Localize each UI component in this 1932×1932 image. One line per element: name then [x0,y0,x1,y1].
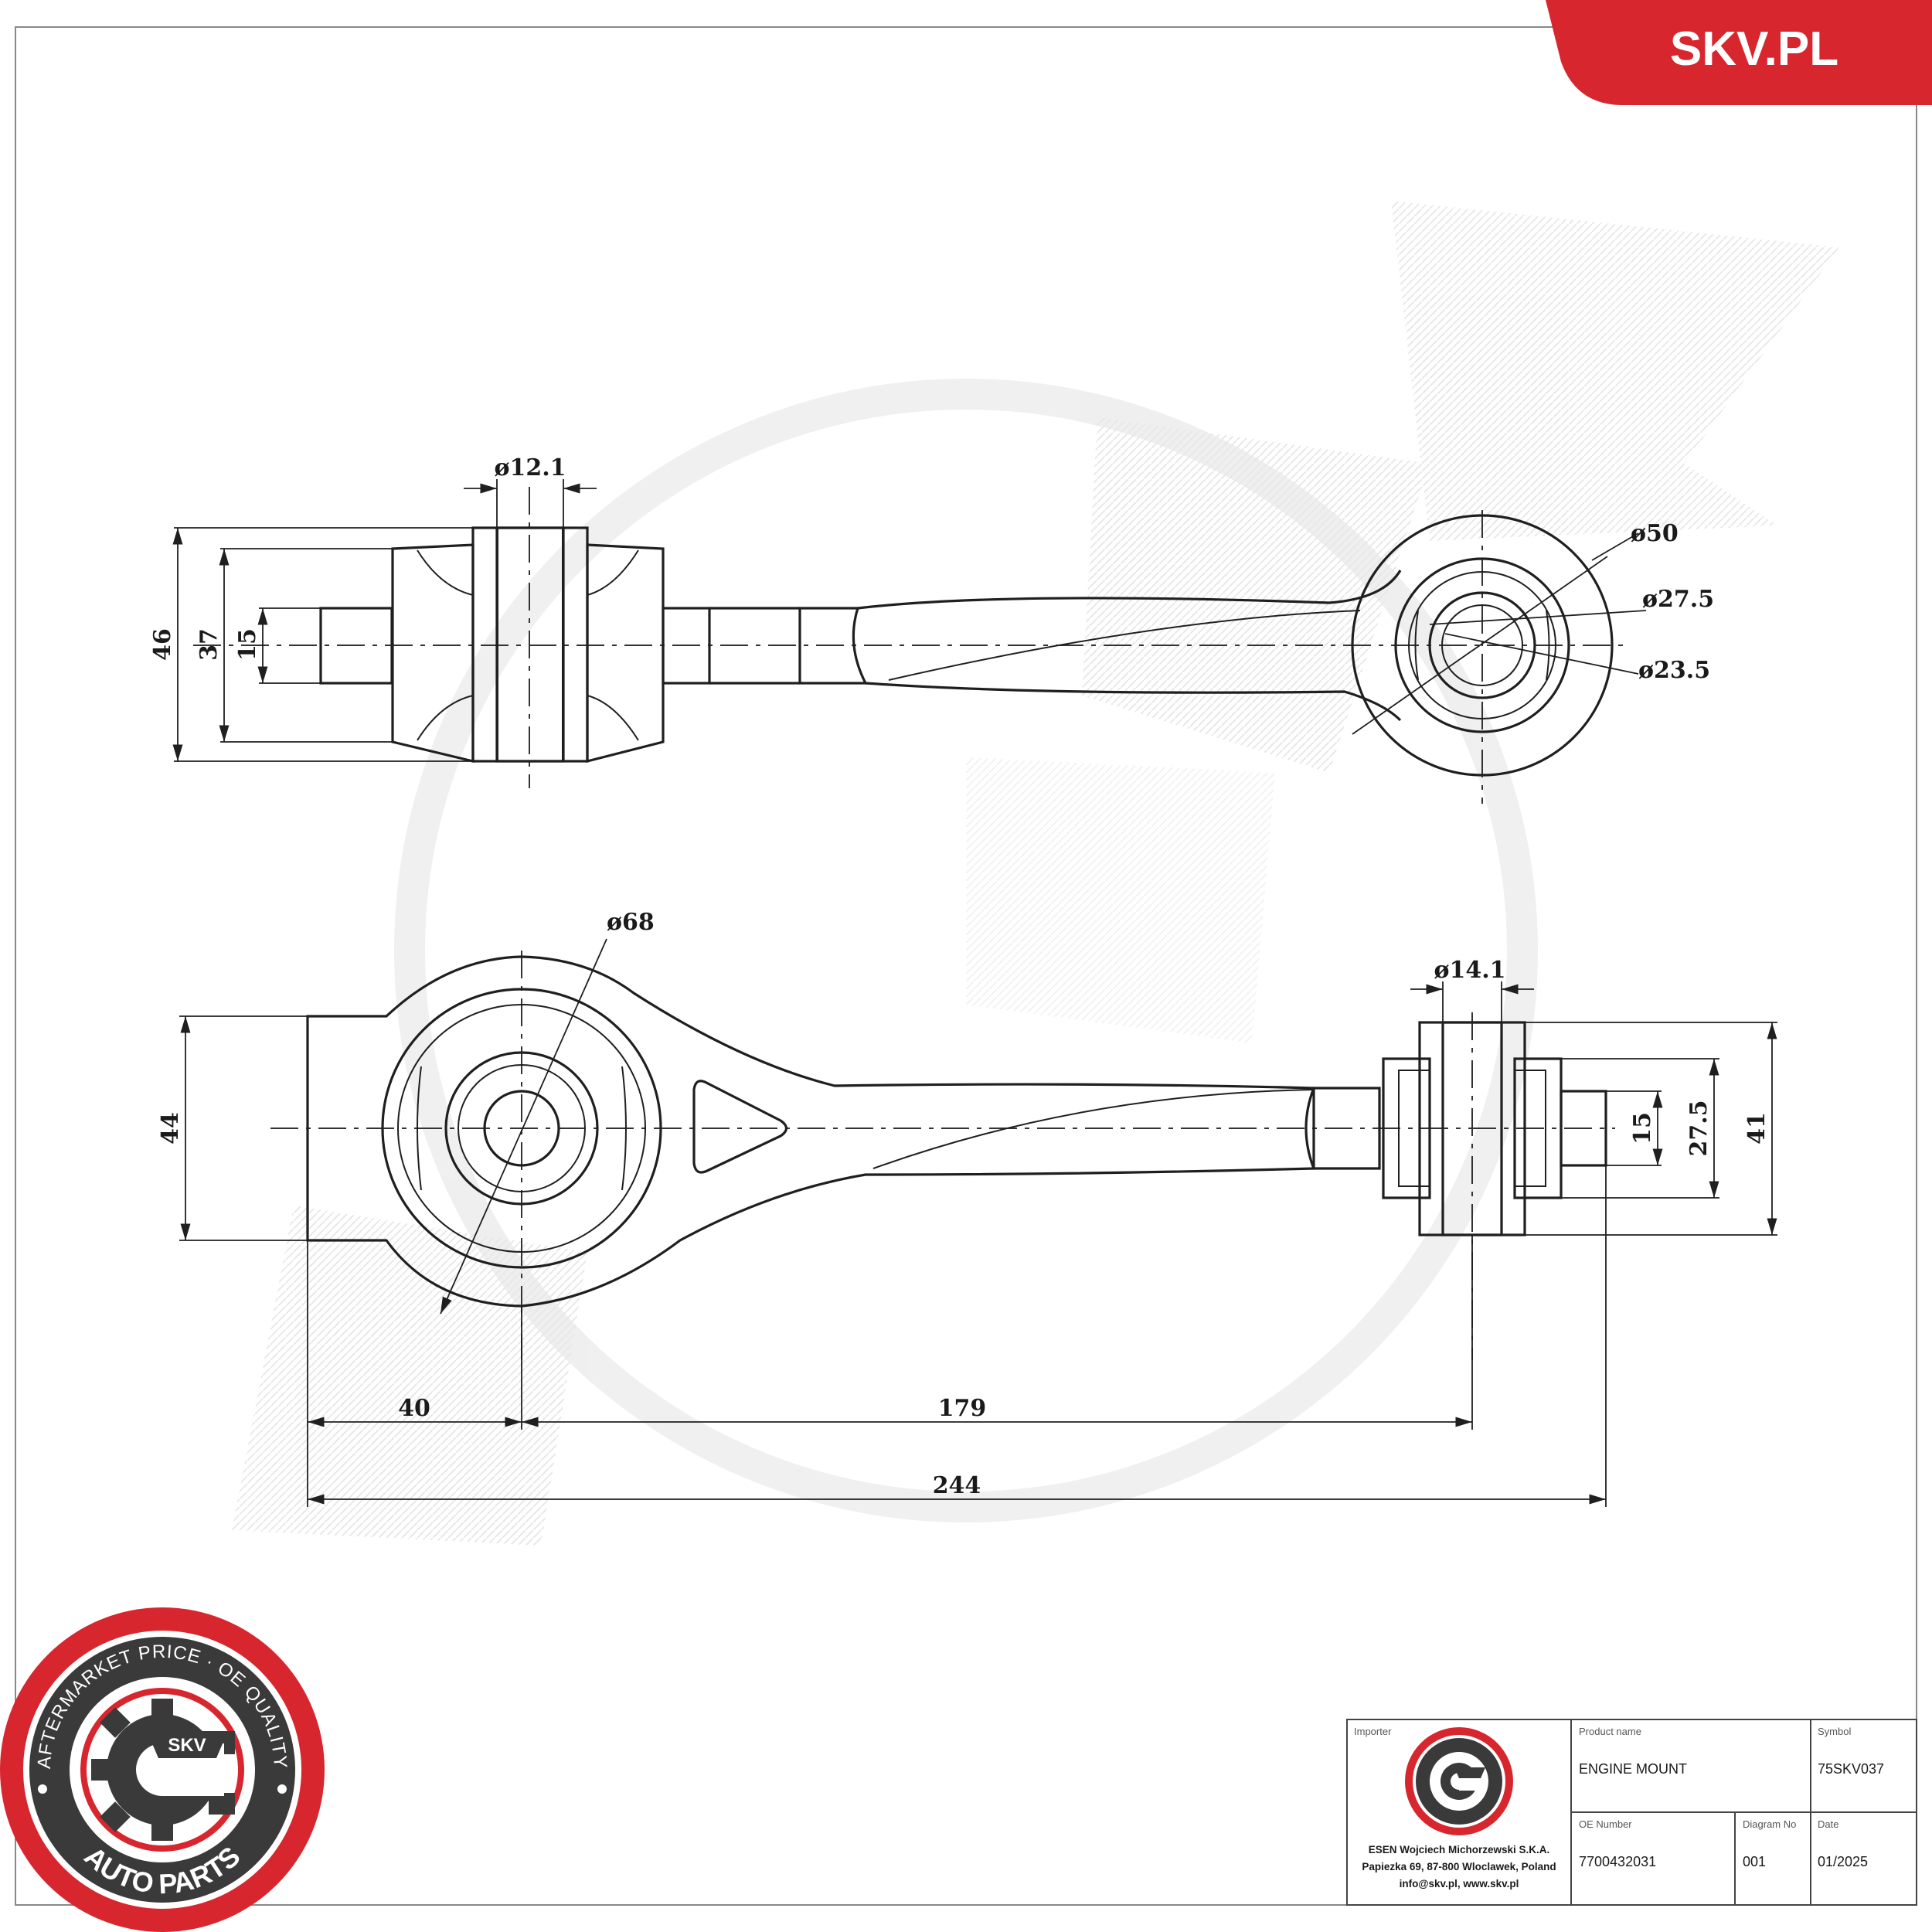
product-name-label: Product name [1579,1726,1641,1737]
dim-top-height-total: 46 [149,628,176,661]
diagram-no-label: Diagram No [1743,1818,1796,1830]
diagram-no: 001 [1743,1854,1766,1869]
top-eye-outer [1351,514,1614,777]
top-view [193,487,1631,804]
dim-top-bolt-dia: ø12.1 [494,454,566,481]
bottom-eye-outer [381,988,662,1269]
bottom-arm-outline [306,955,1315,1308]
importer-name: ESEN Wojciech Michorzewski S.K.A. [1369,1844,1550,1855]
date-value: 01/2025 [1818,1854,1868,1869]
dim-bottom-height-bushing: 27.5 [1685,1100,1713,1156]
dim-top-outer-dia: ø50 [1631,520,1679,547]
dim-bottom-eye-dia: ø68 [607,909,655,936]
bottom-stud [1560,1090,1607,1167]
dim-top-height-bushing: 37 [196,628,223,661]
dim-top-height-stud: 15 [234,628,261,661]
top-arm-section [798,607,868,685]
date-label: Date [1818,1818,1838,1830]
dim-bottom-height-stud: 15 [1629,1112,1656,1145]
dim-bottom-offset: 40 [398,1395,430,1422]
top-arm-body [857,570,1402,610]
symbol-label: Symbol [1818,1726,1851,1737]
brand-badge-large: SKV AFTERMARKET PRICE · OE QUALITY AUTO … [0,1607,325,1932]
dim-bottom-overall-length: 244 [933,1472,981,1499]
symbol-value: 75SKV037 [1818,1761,1884,1777]
importer-logo [1405,1727,1513,1835]
brand-site-text: SKV.PL [1670,22,1838,76]
bottom-view [270,951,1615,1360]
product-name: ENGINE MOUNT [1579,1761,1687,1777]
top-view-dimensions: ø12.1 46 37 15 ø50 ø27.5 ø23.5 [149,454,1714,762]
dim-top-inner-dia: ø23.5 [1638,657,1710,684]
dim-bottom-height-left: 44 [157,1112,184,1145]
importer-contact: info@skv.pl, www.skv.pl [1400,1878,1519,1889]
oe-number-label: OE Number [1579,1818,1632,1830]
importer-address: Papiezka 69, 87-800 Wloclawek, Poland [1362,1861,1556,1872]
dim-top-mid-dia: ø27.5 [1642,586,1714,613]
title-block: Importer ESEN Wojciech Michorzewski S.K.… [1346,1719,1917,1906]
dim-bottom-center-distance: 179 [938,1395,987,1422]
oe-number: 7700432031 [1579,1854,1656,1869]
importer-label: Importer [1354,1726,1392,1737]
dim-bottom-bolt-dia: ø14.1 [1434,957,1505,984]
bottom-view-dimensions: ø68 ø14.1 44 15 27.5 41 40 179 [157,909,1777,1507]
dim-bottom-height-total: 41 [1743,1112,1770,1145]
background-watermark [232,201,1839,1546]
page-border [15,26,1917,1906]
brand-tab: SKV.PL [1546,0,1932,105]
bottom-arm-cutout [692,1080,788,1174]
badge-center-text: SKV [168,1735,206,1756]
